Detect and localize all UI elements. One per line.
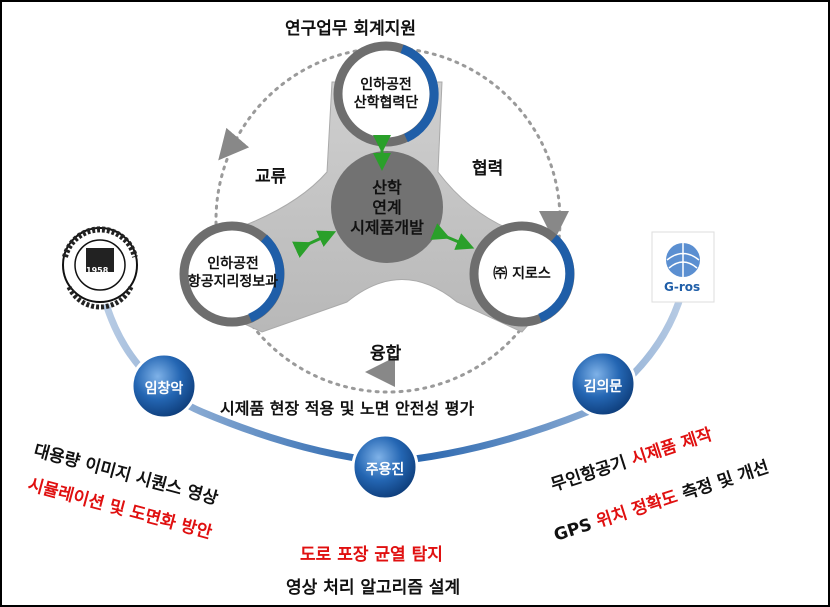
center-line3: 시제품개발 [350,218,424,237]
person-ball-right [569,350,637,418]
node-right-label: ㈜ 지로스 [493,266,551,282]
node-left-label: 인하공전 항공지리정보과 [178,255,288,291]
center-circle [331,151,443,263]
edge-cooperation-label: 협력 [472,159,504,179]
node-left-circle [179,221,285,327]
evaluation-text: 시제품 현장 적용 및 노면 안전성 평가 [220,399,475,418]
node-left-label-line2: 항공지리정보과 [187,274,279,290]
cycle-arrow-left [218,127,250,161]
person-center-name: 주용진 [365,462,405,478]
center-label: 산학 연계 시제품개발 [331,178,443,238]
center-line1: 산학 [372,178,402,197]
person-ball-center [351,433,419,501]
bottom-red-text: 도로 포장 균열 탐지 [300,545,443,565]
edge-exchange-label: 교류 [255,167,287,187]
node-left-label-line1: 인하공전 [207,256,259,272]
gros-logo [651,231,715,303]
node-top-label-line2: 산학협력단 [353,95,419,111]
gros-logo-text: G-ros [664,280,701,294]
edge-fusion-label: 융합 [370,344,402,364]
center-line2: 연계 [372,198,402,217]
node-top-label: 인하공전 산학협력단 [338,76,434,112]
node-right-circle [469,221,575,327]
node-top-label-line1: 인하공전 [360,77,412,93]
person-left-name: 임창악 [144,381,184,397]
green-arrow-right [430,223,475,250]
diagram-title: 연구업무 회계지원 [285,19,417,39]
bottom-black-text: 영상 처리 알고리즘 설계 [286,578,461,598]
person-right-name: 김의문 [583,379,623,395]
person-ball-left [130,352,198,420]
green-arrow-left [292,230,337,258]
college-seal-year: 1958 [86,266,109,275]
college-seal-logo [62,226,138,310]
